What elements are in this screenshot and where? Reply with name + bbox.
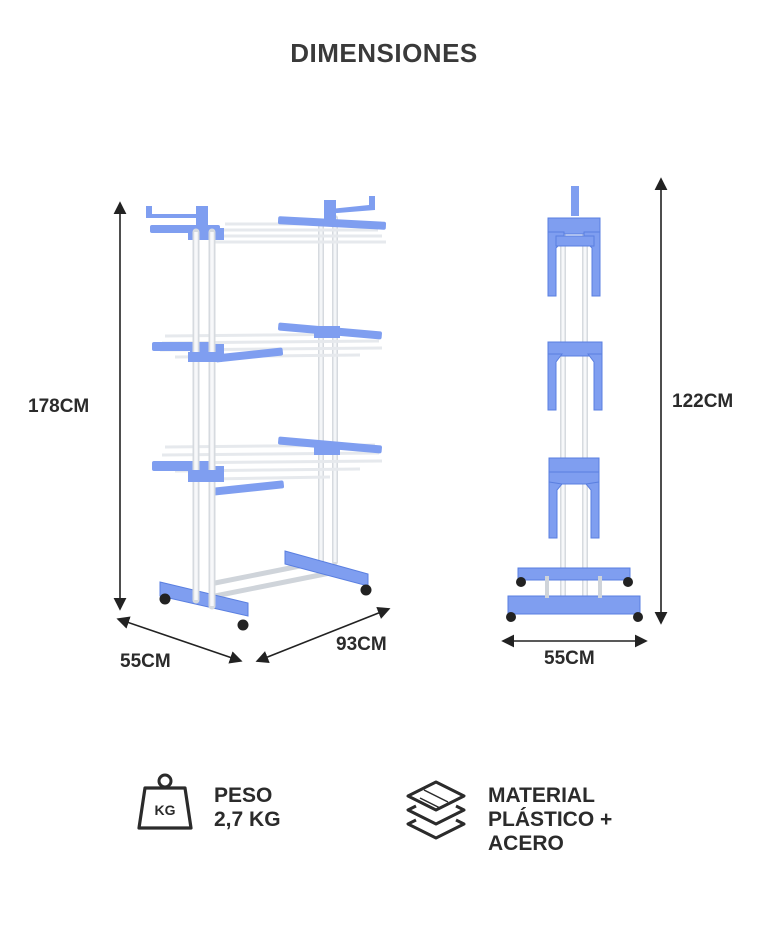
depth-arrow-left [116,616,243,664]
shelf-middle [152,322,383,363]
material-text: MATERIAL PLÁSTICO + ACERO [488,784,612,856]
weight-icon-text: KG [155,802,176,818]
weight-text: PESO 2,7 KG [214,784,281,832]
rack-open-view [146,196,387,631]
dimension-arrows [113,177,668,664]
layers-icon [406,780,466,840]
height-label-left: 178CM [28,396,90,417]
rack-folded-view [506,186,643,622]
height-label-right: 122CM [672,391,734,412]
weight-info: KG PESO 2,7 KG [136,770,281,832]
width-label-right: 55CM [544,648,595,669]
material-label: MATERIAL [488,784,595,807]
material-info: MATERIAL PLÁSTICO + ACERO [404,778,612,856]
width-label-left: 93CM [336,634,387,655]
shelf-bottom [152,436,383,496]
weight-kg-icon: KG [137,773,193,830]
material-value-line1: PLÁSTICO + [488,808,613,831]
width-arrow-left [255,607,391,663]
material-value-line2: ACERO [488,832,564,855]
depth-label-left: 55CM [120,651,171,672]
weight-value: 2,7 KG [214,808,281,831]
shelf-top [146,196,387,244]
page-title: DIMENSIONES [290,38,478,68]
weight-label: PESO [214,784,273,807]
